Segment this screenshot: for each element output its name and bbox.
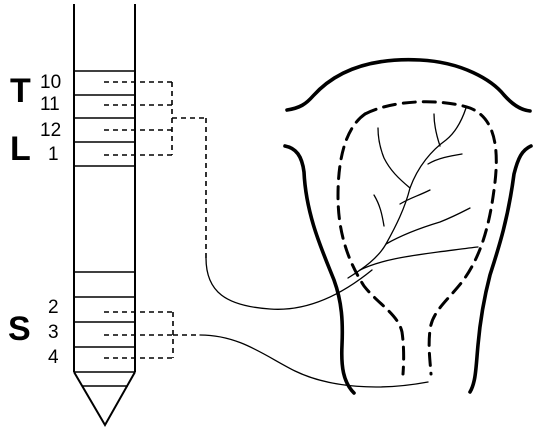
segment-label-s3: 3 bbox=[48, 322, 59, 343]
uterus-right-wall bbox=[468, 144, 533, 394]
segment-label-s2: 2 bbox=[48, 297, 59, 318]
region-label-lumbar: L bbox=[10, 130, 31, 168]
region-label-thoracic: T bbox=[10, 72, 31, 110]
segment-label-s4: 4 bbox=[48, 347, 59, 368]
upper-nerve-pathway bbox=[205, 257, 373, 310]
uterus-left-wall bbox=[283, 144, 356, 395]
segment-label-l1: 1 bbox=[48, 144, 59, 165]
spinal-cord-tip bbox=[73, 371, 136, 428]
spinal-cord bbox=[73, 4, 136, 428]
upper-segment-connectors bbox=[104, 81, 207, 258]
lower-segment-connectors bbox=[104, 311, 200, 359]
uterine-nerve-branches bbox=[347, 107, 479, 279]
segment-label-l12: 12 bbox=[40, 120, 61, 141]
segment-label-t10: 10 bbox=[40, 72, 61, 93]
uterus-outline bbox=[283, 57, 533, 395]
uterine-cavity-outline bbox=[336, 100, 498, 376]
segment-label-t11: 11 bbox=[40, 94, 60, 115]
uterine-fundus bbox=[285, 57, 532, 113]
lower-nerve-pathway bbox=[199, 334, 429, 388]
region-label-sacral: S bbox=[8, 310, 31, 348]
